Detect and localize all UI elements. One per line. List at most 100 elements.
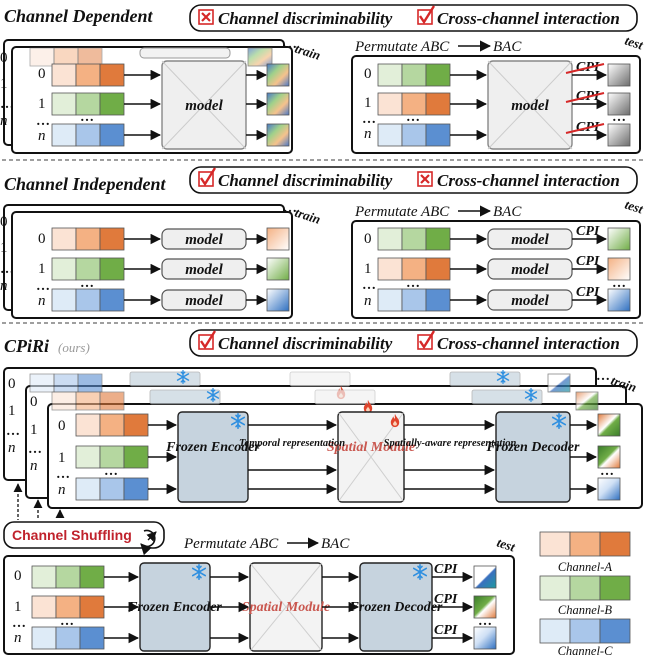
model-box: model [487,258,573,280]
ellipsis: … [80,276,94,291]
channel-c-output [607,288,631,312]
row-label: n [38,128,46,144]
row-label: 1 [364,261,372,277]
model-label: model [185,262,223,278]
ellipsis: … [6,424,20,439]
model-label: model [185,232,223,248]
shuffle-icon [140,529,157,556]
channel-a-input [75,413,149,437]
cpi-label: CPI [576,285,600,300]
ellipsis: … [60,614,74,629]
row-label: 1 [38,261,46,277]
cpiri-section: CPiRi (ours) Channel discriminability Cr… [3,329,643,655]
row-label: 1 [0,76,8,92]
channel-a-input [51,63,125,87]
cpi-label: CPI [576,254,600,269]
channel-b-input [51,92,125,116]
channel-b-input [51,257,125,281]
ellipsis: … [104,464,118,479]
ellipsis: … [362,278,376,293]
channel-dependent-title: Channel Dependent [4,6,154,26]
channel-b-input [31,565,105,589]
row-label: n [14,630,22,646]
permutation-label: Permutate ABC [183,536,279,552]
red-check-checkbox-icon [417,5,436,25]
channel-c-input [51,123,125,147]
channel-a-input [31,595,105,619]
criterion-channel-discriminability: Channel discriminability [218,9,393,28]
criterion-channel-discriminability: Channel discriminability [218,171,393,190]
model-label: model [511,293,549,309]
row-label: 0 [14,568,22,584]
mixed-output [266,63,290,87]
degraded-output [607,123,631,147]
permutation-result: BAC [493,204,522,220]
permutation-result: BAC [493,39,522,55]
row-label: n [364,293,372,309]
ellipsis: … [56,467,70,482]
ellipsis: … [80,110,94,125]
ellipsis: … [600,464,614,479]
model-label: model [185,293,223,309]
cpi-violation-strike [565,63,605,134]
spatial-module-block: Spatial Module [242,562,330,652]
mixed-output [266,92,290,116]
row-label: 1 [14,599,22,615]
row-label: n [58,482,66,498]
row-label: 1 [38,96,46,112]
cpi-label: CPI [434,592,458,607]
spatial-module-label: Spatial Module [242,600,330,615]
spatial-module-block: Spatial Module [327,411,415,503]
channel-independent-section: Channel Independent Channel discriminabi… [0,166,645,319]
row-label: 1 [364,95,372,111]
legend-label: Channel-B [558,603,613,617]
channel-b-input [377,227,451,251]
frozen-encoder-block: Frozen Encoder [127,562,222,652]
model-box: model [161,228,247,250]
test-tag: test [495,535,517,555]
row-label: n [30,458,38,474]
cpiri-title: CPiRi [4,336,49,356]
cpi-label: CPI [434,623,458,638]
ellipsis: … [596,369,610,384]
channel-a-output [473,595,497,619]
row-label: 0 [38,66,46,82]
model-box: model [161,289,247,311]
channel-a-output [597,413,621,437]
ellipsis: … [362,112,376,127]
permutation-result: BAC [321,536,350,552]
row-label: 0 [0,50,8,66]
legend: Channel-A Channel-B Channel-C [539,531,631,656]
model-box: model [161,258,247,280]
ellipsis: … [0,97,14,112]
criterion-cross-channel-interaction: Cross-channel interaction [437,9,620,28]
channel-a-input [377,92,451,116]
channel-a-output [607,257,631,281]
channel-independent-title: Channel Independent [4,174,167,194]
channel-c-input [75,477,149,501]
cpi-label: CPI [576,224,600,239]
criteria-box [189,329,638,357]
ellipsis: … [0,262,14,277]
channel-b-output [473,565,497,589]
legend-label: Channel-C [558,644,614,656]
red-cross-checkbox-icon [198,9,214,25]
model-label: model [511,232,549,248]
row-label: 1 [8,403,16,419]
row-label: 0 [0,214,8,230]
row-label: 0 [364,231,372,247]
degraded-output [607,63,631,87]
model-box: model [487,289,573,311]
row-label: 1 [58,450,66,466]
frozen-decoder-label: Frozen Decoder [349,600,443,615]
red-check-checkbox-icon [198,330,217,350]
ellipsis: … [406,110,420,125]
train-tag: train [293,205,322,227]
criteria-box [189,166,638,194]
channel-a-output [266,227,290,251]
row-label: 0 [30,394,38,410]
row-label: 1 [30,422,38,438]
ellipsis: … [36,114,50,129]
legend-label: Channel-A [558,560,613,574]
degraded-output [607,92,631,116]
